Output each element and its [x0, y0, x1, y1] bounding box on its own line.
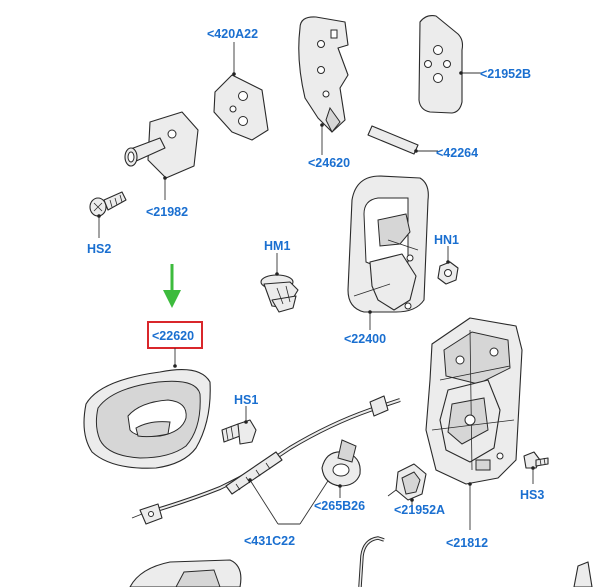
- part-bottom-partial-right: [573, 561, 593, 587]
- part-42264-strip[interactable]: [367, 125, 419, 155]
- label-21812[interactable]: <21812: [446, 536, 488, 550]
- part-bottom-partial-left: [129, 559, 242, 587]
- part-21982-bracket[interactable]: [124, 111, 199, 179]
- label-24620[interactable]: <24620: [308, 156, 350, 170]
- part-22400-inside-handle[interactable]: [347, 175, 429, 313]
- label-21952A[interactable]: <21952A: [394, 503, 445, 517]
- label-HS3[interactable]: HS3: [520, 488, 544, 502]
- label-HS2[interactable]: HS2: [87, 242, 111, 256]
- part-22620-bezel[interactable]: [83, 369, 211, 469]
- label-420A22[interactable]: <420A22: [207, 27, 258, 41]
- label-HN1[interactable]: HN1: [434, 233, 459, 247]
- part-24620-bracket[interactable]: [298, 16, 349, 133]
- part-21952A-connector[interactable]: [387, 463, 427, 501]
- part-420A22-plate[interactable]: [213, 74, 269, 141]
- label-265B26[interactable]: <265B26: [314, 499, 365, 513]
- part-265B26-clip[interactable]: [321, 439, 361, 487]
- indicator-arrow: [163, 264, 181, 308]
- label-HS1[interactable]: HS1: [234, 393, 258, 407]
- part-21812-latch[interactable]: [425, 317, 523, 485]
- part-bottom-partial-rod: [358, 536, 385, 587]
- label-HM1[interactable]: HM1: [264, 239, 290, 253]
- label-21982[interactable]: <21982: [146, 205, 188, 219]
- part-HS2-screw[interactable]: [89, 191, 127, 217]
- part-HM1-clip[interactable]: [260, 274, 299, 313]
- label-431C22[interactable]: <431C22: [244, 534, 295, 548]
- part-HN1-nut[interactable]: [437, 261, 459, 285]
- label-22400[interactable]: <22400: [344, 332, 386, 346]
- part-HS3-screw[interactable]: [523, 451, 549, 469]
- label-22620[interactable]: <22620: [152, 329, 194, 343]
- leader-431C22-a: [249, 479, 279, 525]
- label-21952B[interactable]: <21952B: [480, 67, 531, 81]
- part-431C22-cable[interactable]: [131, 395, 401, 525]
- part-21952B-gasket[interactable]: [418, 15, 464, 114]
- label-42264[interactable]: <42264: [436, 146, 478, 160]
- part-HS1-screw[interactable]: [221, 419, 257, 445]
